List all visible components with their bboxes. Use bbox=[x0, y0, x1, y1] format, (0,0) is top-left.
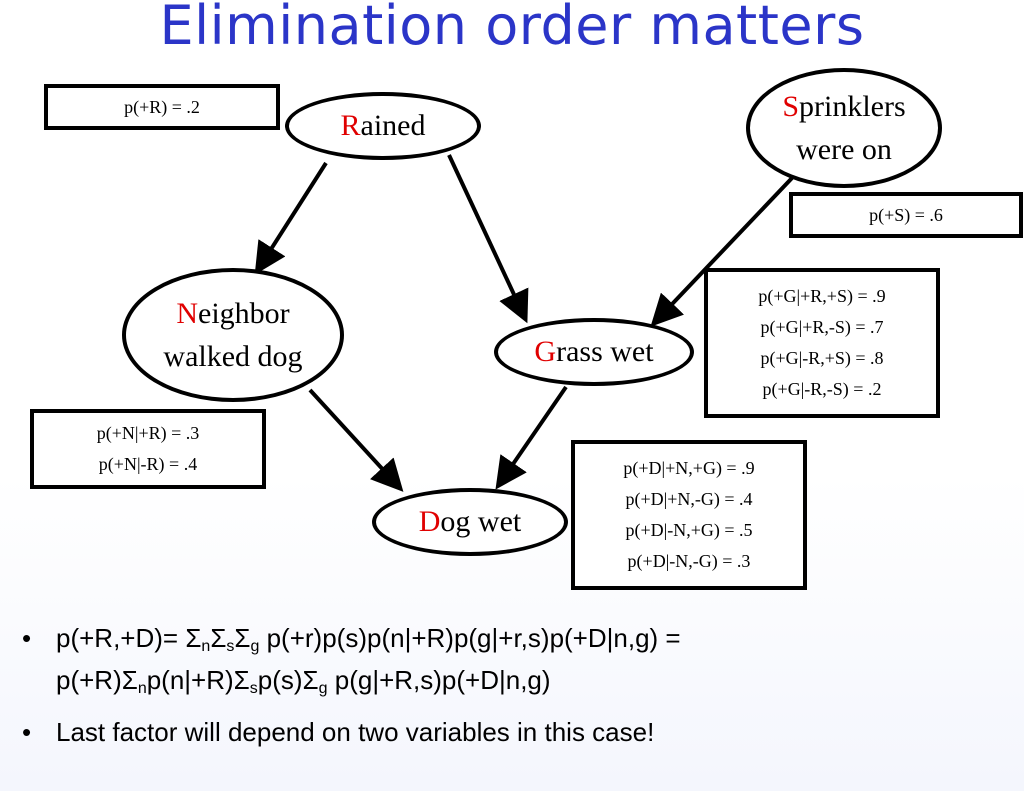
cpt-row: p(+D|-N,-G) = .3 bbox=[627, 551, 751, 571]
cpt-row: p(+S) = .6 bbox=[869, 204, 943, 225]
cpt-row: p(+G|-R,-S) = .2 bbox=[762, 379, 882, 399]
cpt-row: p(+D|+N,-G) = .4 bbox=[625, 489, 753, 509]
cpt-sprinklers: p(+S) = .6 bbox=[789, 192, 1023, 238]
bullet-item: Last factor will depend on two variables… bbox=[22, 711, 681, 753]
cpt-dog-wet: p(+D|+N,+G) = .9 p(+D|+N,-G) = .4 p(+D|-… bbox=[571, 440, 807, 590]
formula-text: Σ bbox=[234, 623, 251, 653]
cpt-row: p(+D|-N,+G) = .5 bbox=[625, 520, 753, 540]
edge-sprinklers-grass bbox=[650, 176, 794, 327]
formula-sub: s bbox=[249, 680, 258, 697]
bullet-item: p(+R,+D)= ΣnΣsΣg p(+r)p(s)p(n|+R)p(g|+r,… bbox=[22, 617, 681, 701]
cpt-row: p(+G|+R,-S) = .7 bbox=[760, 317, 884, 337]
formula-text: p(+r)p(s)p(n|+R)p(g|+r,s)p(+D|n,g) = bbox=[259, 623, 681, 653]
node-label: ained bbox=[360, 109, 426, 143]
bullet-list: p(+R,+D)= ΣnΣsΣg p(+r)p(s)p(n|+R)p(g|+r,… bbox=[22, 617, 681, 753]
formula-text: Σ bbox=[210, 623, 227, 653]
cpt-row: p(+G|-R,+S) = .8 bbox=[760, 348, 884, 368]
edge-rained-grass bbox=[447, 154, 529, 324]
edge-neighbor-dog bbox=[308, 388, 404, 492]
slide-title: Elimination order matters bbox=[159, 0, 865, 57]
node-rained: Rained bbox=[285, 92, 481, 160]
formula-text: p(+R)Σ bbox=[56, 665, 138, 695]
formula-sub: n bbox=[201, 638, 211, 655]
cpt-row: p(+R) = .2 bbox=[124, 96, 200, 117]
cpt-row: p(+G|+R,+S) = .9 bbox=[758, 286, 886, 306]
edge-rained-neighbor bbox=[254, 161, 328, 275]
node-label: og wet bbox=[440, 505, 522, 539]
cpt-row: p(+N|+R) = .3 bbox=[96, 423, 200, 443]
formula-text: p(g|+R,s)p(+D|n,g) bbox=[327, 665, 551, 695]
node-dog-wet: Dog wet bbox=[372, 488, 568, 556]
node-label-line2: were on bbox=[796, 133, 892, 166]
node-label: eighbor bbox=[198, 296, 290, 330]
cpt-neighbor: p(+N|+R) = .3 p(+N|-R) = .4 bbox=[30, 409, 266, 489]
node-label: prinklers bbox=[799, 89, 906, 123]
node-label: rass wet bbox=[556, 335, 654, 369]
node-grass-wet: Grass wet bbox=[494, 318, 694, 386]
edge-grass-dog bbox=[495, 385, 568, 490]
node-sprinklers: Sprinklers were on bbox=[746, 68, 942, 188]
node-initial: D bbox=[418, 505, 441, 539]
node-initial: G bbox=[534, 335, 557, 369]
cpt-rained: p(+R) = .2 bbox=[44, 84, 280, 130]
formula-text: p(s)Σ bbox=[257, 665, 319, 695]
formula-sub: n bbox=[137, 680, 147, 697]
node-initial: S bbox=[782, 89, 800, 123]
formula-sub: g bbox=[250, 638, 260, 655]
formula-text: p(+R,+D)= Σ bbox=[56, 623, 202, 653]
cpt-row: p(+D|+N,+G) = .9 bbox=[623, 458, 755, 478]
node-neighbor: Neighbor walked dog bbox=[122, 268, 344, 402]
cpt-row: p(+N|-R) = .4 bbox=[98, 454, 198, 474]
node-initial: N bbox=[176, 296, 199, 330]
node-label-line2: walked dog bbox=[163, 340, 303, 373]
formula-sub: g bbox=[318, 680, 328, 697]
formula-sub: s bbox=[226, 638, 235, 655]
node-initial: R bbox=[340, 109, 361, 143]
formula-text: p(n|+R)Σ bbox=[146, 665, 250, 695]
cpt-grass-wet: p(+G|+R,+S) = .9 p(+G|+R,-S) = .7 p(+G|-… bbox=[704, 268, 940, 418]
